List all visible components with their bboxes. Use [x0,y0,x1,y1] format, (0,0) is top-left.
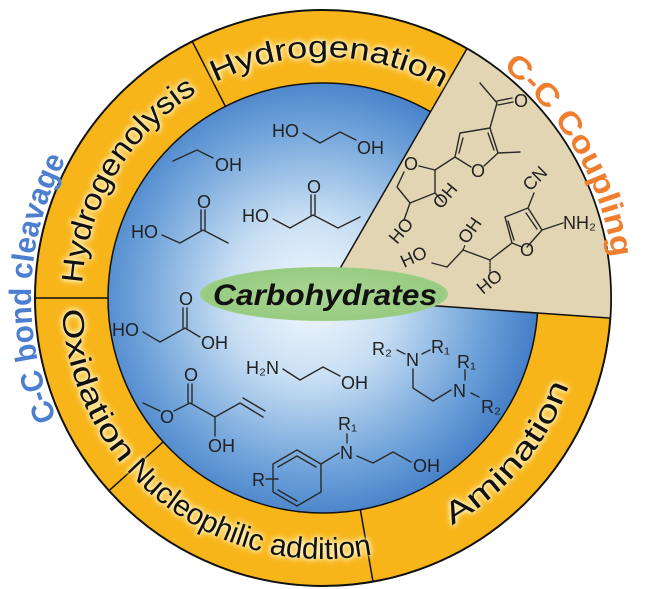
ring-divider [108,441,164,492]
bond [462,244,466,251]
atom-label: O [404,154,418,174]
atom-label: HO [112,320,139,340]
bond [282,366,341,381]
bond [497,101,514,106]
atom-label: O [197,192,211,212]
bond [434,192,444,203]
atom-label: OH [341,373,368,393]
bond [504,207,543,248]
atom-label: O [160,407,174,427]
bond [487,132,495,151]
center-badge: Carbohydrates [200,267,448,321]
atom-label: OH [413,456,440,476]
bond [458,137,464,154]
bond [161,229,229,244]
atom-label: OH [215,155,242,175]
molecule-glycolic-acid: HO O OH [112,289,228,353]
atom-label: HO [131,222,158,242]
atom-label: H₂N [246,358,279,378]
bond [497,151,521,154]
atom-label: O [514,91,528,111]
bond [421,349,431,355]
bond [172,149,214,162]
bond [479,82,498,129]
bond [320,452,340,465]
molecule-ethylene-glycol: HO OH [272,121,384,158]
ring-dividers [35,41,374,582]
molecule-diamine: R₂ N R₁ R₁ N R₂ [372,337,501,417]
atom-label: R₁ [431,337,450,357]
bond [412,368,452,402]
bond [142,402,161,412]
bond [434,156,456,171]
atom-label: HO [272,121,299,141]
atom-label: NH₂ [563,213,596,233]
bond [396,349,406,355]
molecule-hydroxybutanone: HO O [242,177,361,229]
bond [496,97,513,102]
atom-label: O [179,289,193,309]
ring-divider [359,509,374,582]
atom-label: R [252,470,265,490]
atom-label: R₂ [372,339,392,359]
atom-label: OH [201,333,228,353]
cc-coupling-sector [321,47,612,319]
atom-label: N [340,443,353,463]
atom-label: O [471,161,485,181]
bond [242,397,266,412]
atom-label: OH [357,138,384,158]
bond [507,220,515,241]
atom-label: R₁ [338,414,357,434]
bond [454,127,499,168]
bond [302,131,357,144]
bond [272,214,361,229]
atom-label: OH [208,436,235,456]
molecule-methyl-vinylglycolate: O O OH [142,365,266,456]
bond [541,222,564,231]
atom-label: N [406,350,419,370]
center-ellipse [200,267,448,321]
bond [403,202,411,221]
center-label[interactable]: Carbohydrates [213,279,437,312]
atom-label: O [184,365,198,385]
bond [142,327,201,343]
bond [525,212,538,230]
molecule-hydroxyacetone: HO O [131,192,229,244]
atom-label: R₁ [457,352,476,372]
bond [527,192,535,209]
bond [277,455,317,468]
molecule-ethanolamine: H₂N OH [246,358,368,393]
bond [356,451,412,464]
atom-label: N [453,381,466,401]
molecule-ethanol: OH [172,149,242,175]
ring-divider [191,41,227,107]
atom-label: HO [242,206,269,226]
molecule-aryl-aminoethanol: R N R₁ OH [252,414,440,507]
atom-label: R₂ [481,397,501,417]
bond [396,165,436,204]
bond [277,489,298,502]
atom-label: O [520,240,534,260]
bond [470,392,480,398]
atom-label: O [307,177,321,197]
